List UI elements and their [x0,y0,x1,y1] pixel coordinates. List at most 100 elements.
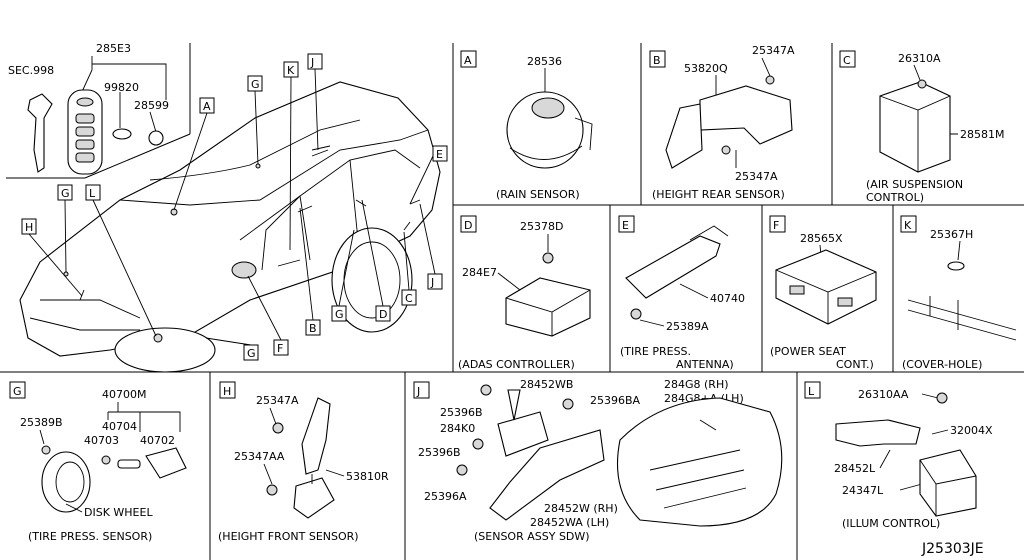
illum-bracket-icon [835,419,921,447]
svg-text:40704: 40704 [102,420,137,433]
svg-text:25389A: 25389A [666,320,709,333]
callout-c: C [401,231,417,306]
callout-k: K [283,61,299,251]
panel-letter: F [773,219,779,232]
svg-text:K: K [287,64,295,77]
svg-text:32004X: 32004X [950,424,993,437]
panel-caption-2: ANTENNA) [676,358,734,371]
svg-text:40700M: 40700M [102,388,146,401]
part-99820-label: 99820 [104,81,139,94]
adas-controller-icon [505,277,591,337]
panel-caption-2: CONTROL) [866,191,924,204]
svg-text:25389B: 25389B [20,416,63,429]
svg-text:25396BA: 25396BA [590,394,641,407]
svg-text:25396A: 25396A [424,490,467,503]
panel-a-rain-sensor: A 28536 (RAIN SENSOR) [460,50,593,201]
panel-letter: L [808,385,815,398]
panel-letter: B [653,54,661,67]
sensor-bracket-icon [489,429,605,521]
battery-icon [148,130,164,146]
panel-letter: H [223,385,231,398]
svg-text:40702: 40702 [140,434,175,447]
panel-caption: (AIR SUSPENSION [866,178,963,191]
callout-a: A [173,97,215,211]
svg-text:53820Q: 53820Q [684,62,728,75]
svg-text:G: G [335,308,344,321]
emblem-icon [112,128,132,140]
svg-text:L: L [89,187,96,200]
svg-text:A: A [203,100,211,113]
panel-caption: (ADAS CONTROLLER) [458,358,575,371]
panel-h-height-front-sensor: H 25347A 25347AA 53810R (HEIGHT FRONT SE… [218,381,389,543]
svg-text:J: J [310,56,314,69]
panel-caption: (POWER SEAT [770,345,846,358]
svg-text:G: G [251,78,260,91]
callout-b: B [299,207,321,336]
callout-h: H [21,218,83,297]
callout-g-top: G [247,75,263,165]
panel-letter: E [622,219,629,232]
tire-pressure-sensor-icon [145,447,187,479]
callout-g-mid: G [205,337,259,361]
tire-press-antenna-icon [625,235,721,299]
panel-b-height-rear-sensor: B 53820Q 25347A 25347A (HEIGHT REAR SENS… [649,44,795,201]
sec-label: SEC.998 [8,64,54,77]
part-28599-label: 28599 [134,99,169,112]
panel-j-sensor-assy-sdw: J 28452WB 25396B 25396BA 284K0 25396B 25… [413,378,783,543]
svg-text:28581M: 28581M [960,128,1004,141]
svg-text:25378D: 25378D [520,220,563,233]
panel-caption: (HEIGHT FRONT SENSOR) [218,530,359,543]
callout-e: E [409,145,448,205]
part-label: 28536 [527,55,562,68]
svg-text:26310A: 26310A [898,52,941,65]
svg-text:284K0: 284K0 [440,422,475,435]
svg-text:G: G [61,187,70,200]
svg-text:25347AA: 25347AA [234,450,285,463]
vehicle-outline [19,81,441,373]
svg-text:28565X: 28565X [800,232,843,245]
svg-text:C: C [405,292,413,305]
panel-caption: (SENSOR ASSY SDW) [474,530,590,543]
panel-e-tire-press-antenna: E 40740 25389A (TIRE PRESS. ANTENNA) [618,215,745,371]
svg-text:28452L: 28452L [834,462,876,475]
svg-text:F: F [277,342,283,355]
panel-caption: (ILLUM CONTROL) [842,517,940,530]
illum-control-unit-icon [919,449,977,517]
svg-text:53810R: 53810R [346,470,389,483]
panel-c-air-suspension-control: C 26310A 28581M (AIR SUSPENSION CONTROL) [839,50,1004,204]
panel-caption: (HEIGHT REAR SENSOR) [652,188,785,201]
diagram-code: J25303JE [921,541,984,557]
panel-l-illum-control: L 26310AA 32004X 28452L 24347L (ILLUM CO… [804,381,993,530]
splash-guard-icon [617,397,783,527]
svg-text:25347A: 25347A [256,394,299,407]
panel-letter: G [13,385,22,398]
front-height-sensor-icon [301,397,331,475]
svg-text:25367H: 25367H [930,228,973,241]
side-distance-sensor-icon [497,411,549,457]
part-285e3-label: 285E3 [96,42,131,55]
disk-wheel-icon [41,451,91,513]
callout-f: F [247,275,289,356]
svg-text:E: E [436,148,443,161]
vehicle-callouts: A G K J E G L H G B G D C J F G [21,53,448,361]
svg-text:26310AA: 26310AA [858,388,909,401]
svg-text:H: H [25,221,33,234]
key-fob-group: SEC.998 285E3 99820 28599 [8,42,169,175]
panel-caption: (RAIN SENSOR) [496,188,580,201]
panel-caption-2: CONT.) [836,358,874,371]
svg-text:25347A: 25347A [735,170,778,183]
panel-caption: (TIRE PRESS. [620,345,691,358]
callout-j-top: J [307,53,323,151]
svg-text:28452WB: 28452WB [520,378,573,391]
panel-letter: D [464,219,472,232]
svg-text:25396B: 25396B [440,406,483,419]
svg-text:G: G [247,347,256,360]
svg-text:B: B [309,322,317,335]
svg-text:284E7: 284E7 [462,266,497,279]
air-suspension-control-icon [879,81,951,173]
svg-text:40740: 40740 [710,292,745,305]
callout-g-right: G [331,229,355,322]
callout-j-right: J [419,203,443,290]
svg-text:24347L: 24347L [842,484,884,497]
